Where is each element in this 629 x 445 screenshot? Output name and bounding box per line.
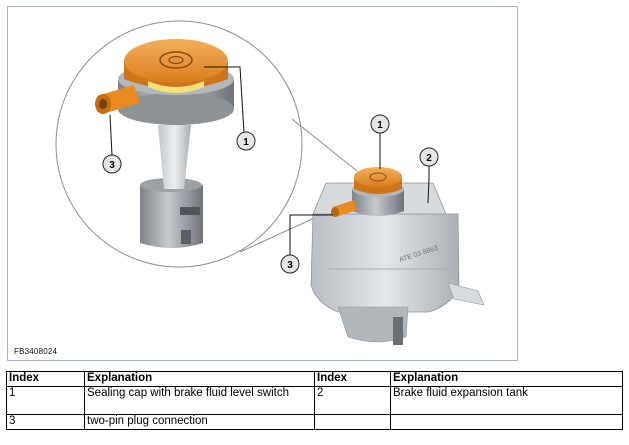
cell-index-a: 3	[6, 414, 85, 430]
callout-main-1-label: 1	[377, 120, 383, 131]
header-explanation-a: Explanation	[84, 371, 315, 387]
figure-id-label: FB3408024	[14, 347, 58, 356]
callout-detail-3: 3	[102, 154, 122, 174]
callout-main-2-label: 2	[426, 153, 432, 164]
brake-fluid-reservoir-illustration: ATE 03 8863 1 3 1	[55, 20, 485, 345]
plug-connector-detail	[95, 85, 140, 114]
cell-index-b: 2	[314, 386, 391, 415]
cell-explanation-a: Sealing cap with brake fluid level switc…	[84, 386, 315, 415]
figure-frame: ATE 03 8863 1 3 1	[7, 6, 518, 361]
expansion-tank: ATE 03 8863	[310, 182, 485, 345]
header-index-a: Index	[6, 371, 85, 387]
cell-explanation-b	[390, 414, 623, 430]
header-explanation-b: Explanation	[390, 371, 623, 387]
callout-detail-1: 1	[236, 131, 256, 151]
sealing-cap-main	[354, 167, 402, 194]
table-row: 3 two-pin plug connection	[6, 414, 623, 430]
callout-main-1: 1	[370, 114, 390, 134]
detail-view	[55, 20, 358, 268]
index-table: Index Explanation Index Explanation 1 Se…	[6, 371, 623, 430]
sealing-cap-detail	[124, 39, 228, 93]
callout-main-3: 3	[280, 254, 300, 274]
cell-index-a: 1	[6, 386, 85, 415]
callout-detail-3-label: 3	[109, 160, 115, 171]
callout-main-2: 2	[419, 147, 439, 167]
cell-explanation-b: Brake fluid expansion tank	[390, 386, 623, 415]
callout-main-3-label: 3	[287, 260, 293, 271]
float-shaft	[158, 125, 191, 189]
cell-explanation-a: two-pin plug connection	[84, 414, 315, 430]
header-index-b: Index	[314, 371, 391, 387]
table-row: 1 Sealing cap with brake fluid level swi…	[6, 386, 623, 415]
callout-detail-1-label: 1	[243, 137, 249, 148]
table-header-row: Index Explanation Index Explanation	[6, 371, 623, 387]
cell-index-b	[314, 414, 391, 430]
